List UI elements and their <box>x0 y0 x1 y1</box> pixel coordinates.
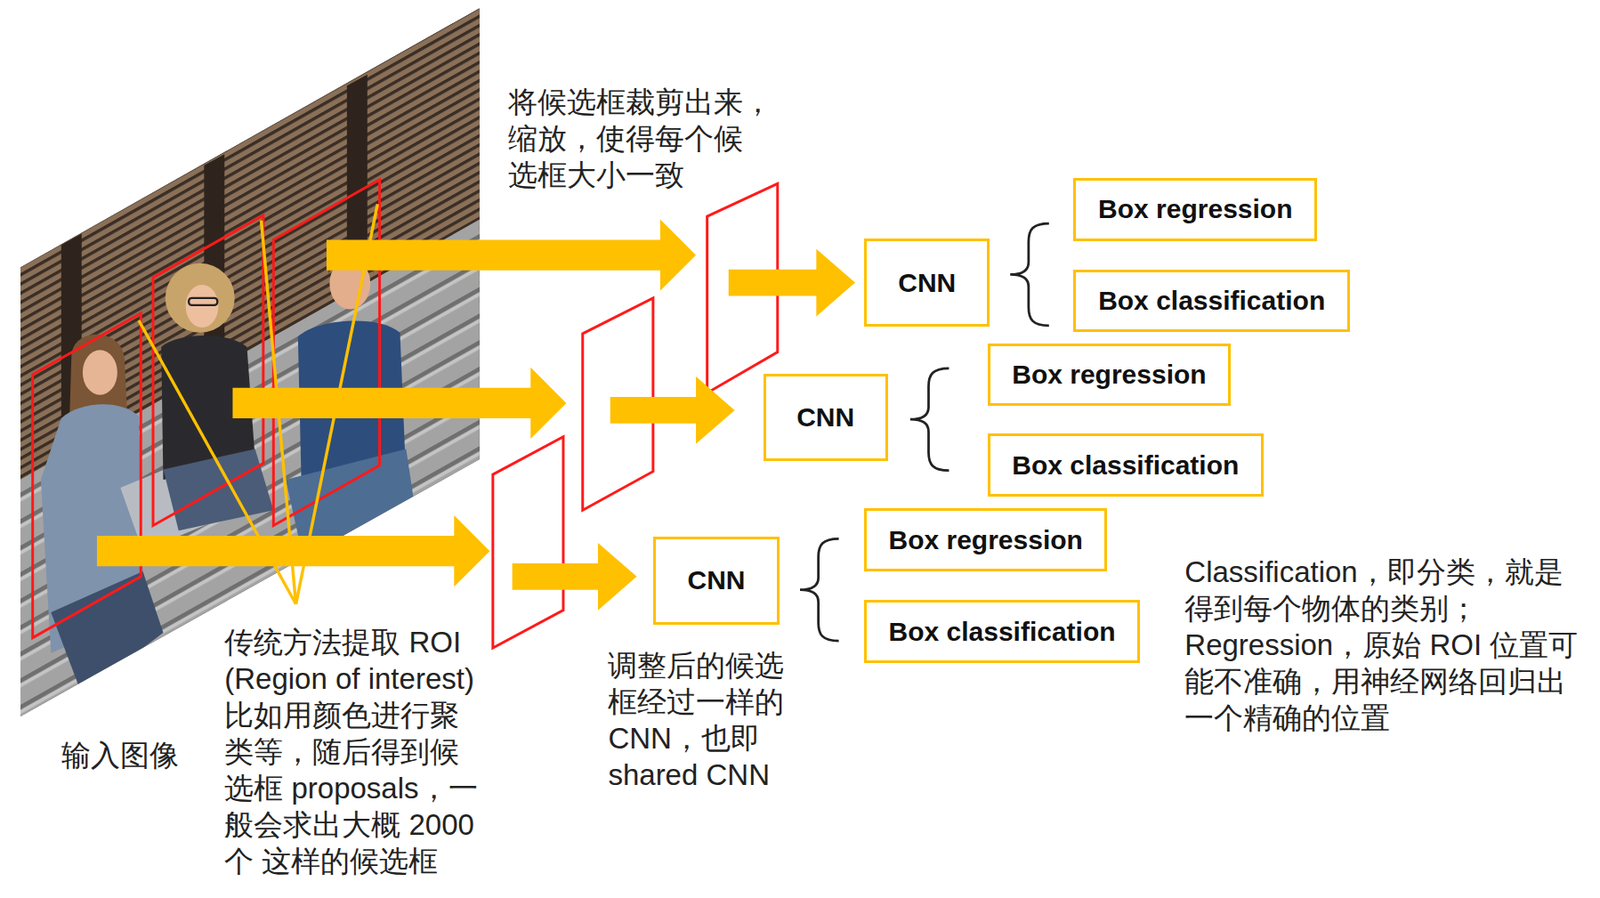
annotation: 调整后的候选 框经过一样的 CNN，也即 shared CNN <box>607 646 800 793</box>
proposal-box <box>273 179 380 526</box>
regression-box: Box regression <box>864 508 1108 572</box>
brace <box>910 368 950 471</box>
warped-proposals <box>492 183 778 648</box>
box-text: Box regression <box>1011 359 1206 390</box>
cnn-box: CNN <box>653 536 780 625</box>
block-arrow <box>96 515 490 587</box>
block-arrow <box>610 376 736 445</box>
block-arrow <box>728 249 856 317</box>
hair <box>165 263 235 333</box>
crop-arrows <box>96 219 696 588</box>
cnn-box: CNN <box>864 238 990 327</box>
brace <box>800 538 840 641</box>
box-text: Box classification <box>1011 450 1239 481</box>
box-text: CNN <box>686 565 745 596</box>
box-text: CNN <box>897 267 956 299</box>
annotation: 将候选框裁剪出来， 缩放，使得每个候 选框大小一致 <box>508 83 777 194</box>
box-text: Box classification <box>888 616 1116 647</box>
regression-box: Box regression <box>987 343 1231 406</box>
face <box>82 349 118 395</box>
box-text: CNN <box>796 402 855 433</box>
jeans <box>50 571 163 695</box>
block-arrow <box>232 367 566 439</box>
cnn-box: CNN <box>763 373 889 462</box>
classification-box: Box classification <box>987 433 1264 497</box>
classification-box: Box classification <box>864 599 1140 663</box>
regression-box: Box regression <box>1073 177 1318 242</box>
block-arrow <box>512 542 638 611</box>
classification-box: Box classification <box>1073 269 1350 332</box>
input-photo <box>0 0 490 725</box>
face <box>185 284 219 328</box>
brace <box>1010 223 1050 326</box>
box-text: Box regression <box>1098 193 1293 225</box>
warped-proposal <box>492 436 564 648</box>
annotation: 传统方法提取 ROI (Region of interest) 比如用颜色进行聚… <box>224 623 492 880</box>
box-text: Box classification <box>1098 285 1326 316</box>
block-arrow <box>326 219 696 291</box>
annotation: Classification，即分类，就是 得到每个物体的类别； Regress… <box>1184 553 1590 736</box>
box-text: Box regression <box>888 525 1083 556</box>
image-caption: 输入图像 <box>61 736 179 774</box>
proposal-box <box>153 215 264 526</box>
proposal-box <box>32 313 142 639</box>
glasses <box>188 298 218 306</box>
